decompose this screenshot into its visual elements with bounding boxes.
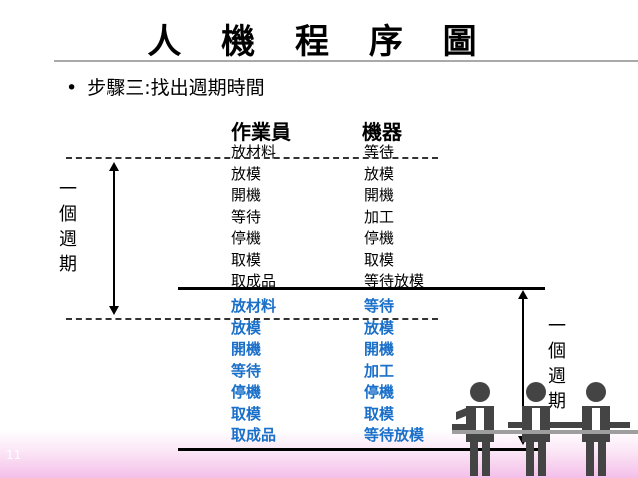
- list-item: 放模: [364, 318, 395, 337]
- cycle1-machine-list: 等待 放模 開機 加工 停機 取模 等待放模: [364, 142, 424, 293]
- list-item: 放模: [231, 164, 262, 183]
- list-item: 停機: [231, 383, 262, 401]
- list-item: 放模: [364, 164, 395, 183]
- list-item: 取模: [364, 404, 395, 423]
- list-item: 取成品: [231, 426, 277, 444]
- people-working-icon: [452, 382, 638, 476]
- bullet-step: • 步驟三:找出週期時間: [66, 73, 265, 100]
- list-item: 開機: [231, 186, 262, 204]
- bullet-icon: •: [66, 77, 78, 99]
- list-item: 加工: [364, 207, 395, 226]
- left-cycle-arrow-shaft: [113, 170, 115, 308]
- left-cycle-label: 一 個 週 期: [59, 179, 77, 275]
- right-arrow-up-icon: [518, 290, 528, 299]
- cycle2-end-solid-line: [178, 448, 545, 451]
- right-cycle-arrow-shaft: [522, 298, 524, 438]
- list-item: 取模: [231, 250, 262, 269]
- cycle2-machine-list: 等待 放模 開機 加工 停機 取模 等待放模: [364, 296, 424, 447]
- list-item: 開機: [364, 186, 395, 204]
- machine-header: 機器: [362, 120, 402, 144]
- title-divider: [54, 60, 638, 62]
- cycle-end-dashed-line: [66, 318, 438, 320]
- list-item: 取模: [231, 404, 262, 423]
- slide-number: 11: [6, 448, 22, 462]
- list-item: 取成品: [231, 272, 277, 290]
- list-item: 放材料: [231, 143, 277, 161]
- list-item: 停機: [364, 229, 395, 247]
- left-arrow-down-icon: [109, 306, 119, 315]
- cycle1-operator-list: 放材料 放模 開機 等待 停機 取模 取成品: [231, 142, 276, 293]
- list-item: 加工: [364, 361, 395, 380]
- list-item: 等待: [231, 207, 262, 226]
- cycle2-operator-list: 放材料 放模 開機 等待 停機 取模 取成品: [231, 296, 276, 447]
- list-item: 等待: [231, 361, 262, 380]
- list-item: 等待: [364, 297, 395, 315]
- list-item: 開機: [364, 340, 395, 358]
- left-arrow-up-icon: [109, 162, 119, 171]
- cycle-start-dashed-line: [66, 157, 438, 159]
- bullet-text: 步驟三:找出週期時間: [87, 77, 265, 99]
- list-item: 停機: [364, 383, 395, 401]
- list-item: 停機: [231, 229, 262, 247]
- list-item: 等待放模: [364, 272, 425, 290]
- slide-title: 人 機 程 序 圖: [147, 22, 491, 62]
- list-item: 放模: [231, 318, 262, 337]
- list-item: 等待: [364, 143, 395, 161]
- list-item: 放材料: [231, 297, 277, 315]
- list-item: 開機: [231, 340, 262, 358]
- right-cycle-label: 一 個 週 期: [548, 316, 566, 412]
- list-item: 取模: [364, 250, 395, 269]
- cycle2-start-solid-line: [178, 287, 545, 290]
- list-item: 等待放模: [364, 426, 425, 444]
- operator-header: 作業員: [231, 120, 291, 144]
